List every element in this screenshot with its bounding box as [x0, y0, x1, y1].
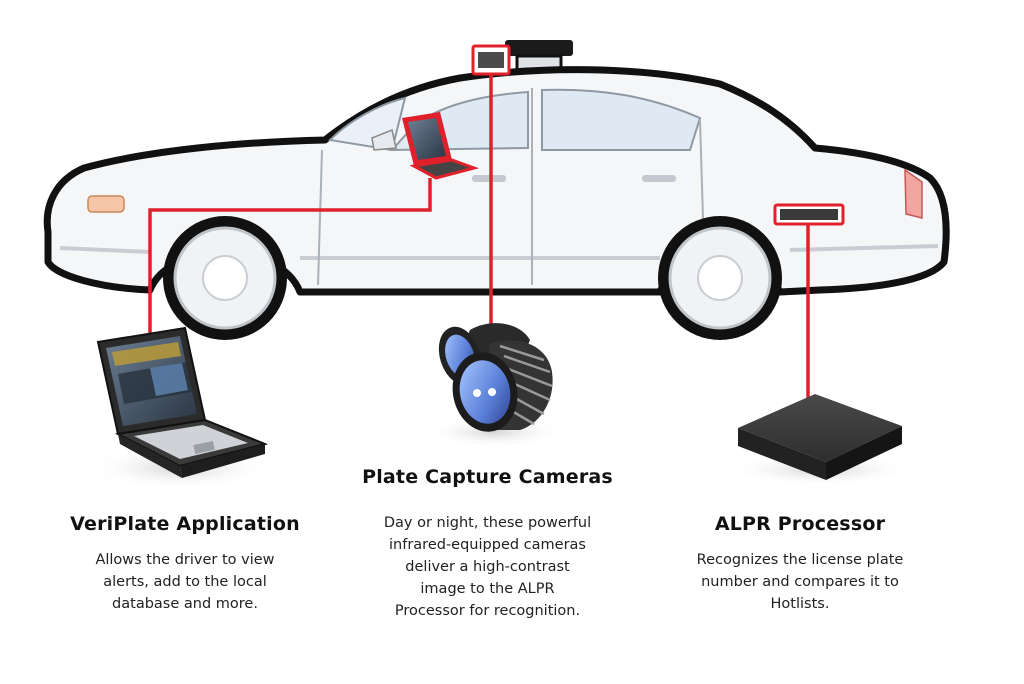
- door-handle: [642, 175, 676, 182]
- description-line: Day or night, these powerful: [383, 515, 592, 531]
- processor-description: Recognizes the license plate number and …: [680, 549, 920, 615]
- veriplate-description: Allows the driver to view alerts, add to…: [55, 549, 315, 615]
- plate-capture-cameras-illustration: [425, 323, 565, 448]
- camera-front: [452, 340, 553, 432]
- connector-laptop: [148, 178, 432, 340]
- description-line: Allows the driver to view: [95, 552, 275, 568]
- front-window: [541, 88, 702, 151]
- alpr-processor-illustration: [725, 394, 915, 486]
- veriplate-laptop-illustration: [85, 326, 275, 490]
- rear-wheel: [658, 216, 782, 340]
- front-wheel: [163, 216, 287, 340]
- in-car-laptop: [402, 112, 480, 180]
- description-line: alerts, add to the local: [103, 574, 267, 590]
- description-line: number and compares it to: [701, 574, 899, 590]
- side-mirror: [371, 128, 397, 151]
- police-car: [43, 40, 950, 340]
- veriplate-caption: VeriPlate Application Allows the driver …: [55, 513, 315, 615]
- processor-slot: [780, 209, 838, 220]
- description-line: Recognizes the license plate: [696, 552, 904, 568]
- description-line: deliver a high-contrast: [405, 559, 570, 575]
- description-line: infrared-equipped cameras: [389, 537, 586, 553]
- processor-title: ALPR Processor: [714, 513, 886, 535]
- tail-light: [904, 168, 923, 219]
- description-line: Hotlists.: [770, 596, 830, 612]
- headlight: [87, 195, 125, 213]
- veriplate-title: VeriPlate Application: [70, 513, 300, 535]
- processor-caption: ALPR Processor Recognizes the license pl…: [680, 513, 920, 615]
- cameras-description: Day or night, these powerful infrared-eq…: [355, 512, 620, 622]
- roof-light-bar: [505, 40, 573, 56]
- description-line: Processor for recognition.: [394, 603, 581, 619]
- roof-camera: [478, 52, 504, 68]
- description-line: image to the ALPR: [420, 581, 555, 597]
- cameras-caption: Plate Capture Cameras Day or night, thes…: [355, 466, 620, 622]
- connector-lines: [148, 74, 810, 398]
- side-trim: [59, 244, 939, 260]
- cameras-title: Plate Capture Cameras: [362, 466, 613, 488]
- door-handle: [472, 175, 506, 182]
- description-line: database and more.: [112, 596, 258, 612]
